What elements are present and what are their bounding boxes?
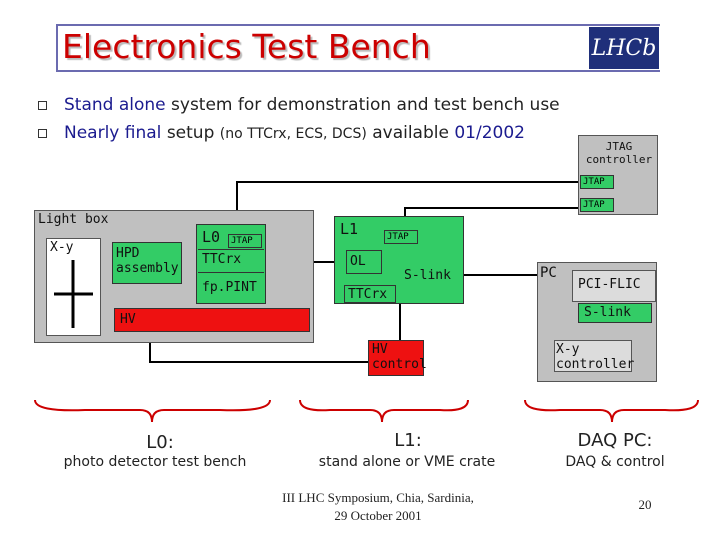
pc-label: PC bbox=[540, 265, 557, 281]
brace-l0-icon bbox=[34, 399, 271, 423]
bullet-2-post: available bbox=[372, 123, 449, 143]
bullet-1: Stand alone system for demonstration and… bbox=[64, 95, 560, 115]
xy-controller-label: X-y controller bbox=[556, 342, 635, 372]
l1-ttcrx-box bbox=[344, 285, 396, 303]
l0-ttcrx-label: TTCrx bbox=[202, 252, 242, 267]
light-box-label: Light box bbox=[38, 212, 109, 227]
pci-flic-box bbox=[572, 270, 656, 302]
ol-label: OL bbox=[350, 254, 366, 269]
hv-label: HV bbox=[120, 312, 136, 327]
logo-text: LHCb bbox=[591, 35, 657, 61]
section-l0-title: L0: bbox=[146, 432, 174, 453]
jtap-port-1: JTAP bbox=[580, 175, 614, 189]
pc-slink-label: S-link bbox=[584, 305, 631, 320]
brace-l1-icon bbox=[299, 399, 469, 423]
slink-line bbox=[462, 274, 541, 318]
l0-divider bbox=[198, 272, 264, 273]
xy-controller-box bbox=[554, 340, 632, 372]
l0-fppint-label: fp.PINT bbox=[202, 280, 257, 295]
bullet-2-pre: Nearly final bbox=[64, 123, 162, 143]
l1-slink-label: S-link bbox=[404, 268, 451, 283]
bullet-2-text: setup bbox=[166, 123, 215, 143]
section-l0-sub: photo detector test bench bbox=[63, 454, 247, 470]
l1-ttcrx-label: TTCrx bbox=[348, 287, 388, 302]
section-daq-sub: DAQ & control bbox=[565, 454, 665, 470]
ol-box bbox=[346, 250, 382, 274]
jtag-controller-label: JTAG controller bbox=[585, 140, 653, 166]
crosshair-icon bbox=[54, 260, 93, 328]
l0-jtap: JTAP bbox=[228, 234, 262, 248]
bullet-2: Nearly final setup (no TTCrx, ECS, DCS) … bbox=[64, 123, 525, 143]
footer-line-2: 29 October 2001 bbox=[334, 508, 422, 523]
xy-label: X-y bbox=[50, 240, 74, 255]
section-l1-title: L1: bbox=[394, 430, 422, 451]
bullet-1-text: system for demonstration and test bench … bbox=[171, 95, 560, 115]
hv-control-line bbox=[149, 340, 370, 363]
hpd-assembly-label: HPD assembly bbox=[116, 246, 179, 276]
l0-divider-top bbox=[198, 249, 264, 250]
slide-title: Electronics Test Bench bbox=[62, 27, 431, 66]
section-l1-sub: stand alone or VME crate bbox=[318, 454, 496, 470]
bullet-2-date: 01/2002 bbox=[454, 123, 525, 143]
bullet-1-pre: Stand alone bbox=[64, 95, 166, 115]
hv-control-label: HV control bbox=[372, 342, 427, 372]
l1-jtap: JTAP bbox=[384, 230, 418, 244]
bullet-icon bbox=[38, 129, 47, 138]
l0-label: L0 bbox=[202, 228, 221, 246]
footer-line-1: III LHC Symposium, Chia, Sardinia, bbox=[282, 490, 474, 505]
hv-control-box bbox=[368, 340, 424, 376]
brace-daq-icon bbox=[524, 399, 699, 423]
page-number: 20 bbox=[638, 497, 652, 512]
bullet-2-small: (no TTCrx, ECS, DCS) bbox=[219, 126, 367, 142]
hv-box bbox=[114, 308, 310, 332]
jtap-port-2: JTAP bbox=[580, 198, 614, 212]
section-daq-title: DAQ PC: bbox=[577, 430, 653, 451]
l1-label: L1 bbox=[340, 220, 359, 238]
pc-slink-box bbox=[578, 303, 652, 323]
bullet-icon bbox=[38, 101, 47, 110]
hpd-assembly-box bbox=[112, 242, 182, 284]
lhcb-logo: LHCb bbox=[588, 26, 660, 70]
pci-flic-label: PCI-FLIC bbox=[578, 277, 641, 292]
